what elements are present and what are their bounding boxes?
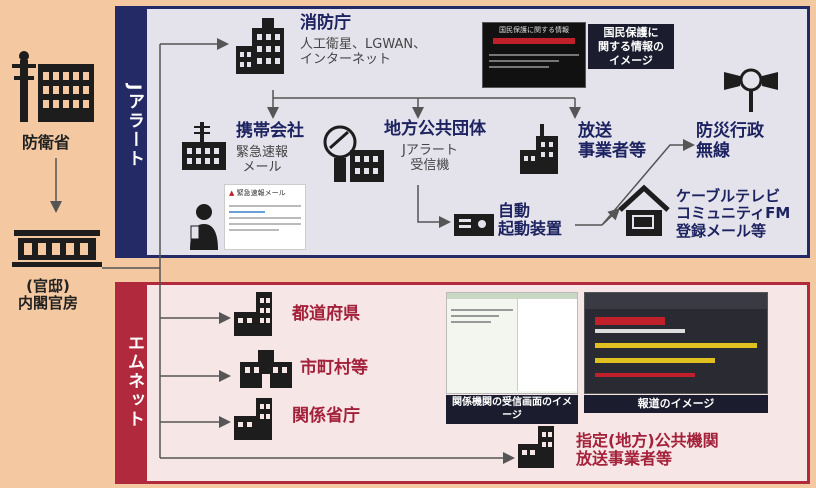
phone-mail-header: 緊急速報メール xyxy=(236,189,286,197)
carrier-building-icon xyxy=(182,122,226,170)
designated-label: 指定(地方)公共機関 放送事業者等 xyxy=(576,431,719,469)
ministry-building-icon xyxy=(12,51,94,122)
warning-icon: ▲ xyxy=(229,189,235,197)
receive-screen-caption: 関係機関の受信画面のイメージ xyxy=(446,395,578,424)
ministry-defense-label: 防衛省 xyxy=(22,133,71,152)
receive-screen-image xyxy=(446,292,578,394)
ministries-building-icon xyxy=(234,398,272,440)
fire-agency-sub: 人工衛星、LGWAN、 インターネット xyxy=(300,37,427,67)
disaster-radio-title: 防災行政 無線 xyxy=(696,121,764,161)
prefecture-building-icon xyxy=(234,292,272,336)
broadcaster-building-icon xyxy=(520,124,558,174)
municipalities-label: 市町村等 xyxy=(300,358,368,378)
civil-protection-screen: 国民保護に関する情報 xyxy=(482,22,586,88)
local-gov-sub: Jアラート 受信機 xyxy=(402,143,458,173)
civil-protection-caption: 国民保護に 関する情報の イメージ xyxy=(588,24,674,70)
auto-start-title: 自動 起動装置 xyxy=(498,201,563,239)
civil-protection-screen-header: 国民保護に関する情報 xyxy=(499,26,569,34)
house-tv-icon xyxy=(618,184,670,236)
local-gov-title: 地方公共団体 xyxy=(384,119,486,139)
fire-agency-building-icon xyxy=(236,18,284,74)
cabinet-secretariat-label: (官邸) 内閣官房 xyxy=(18,277,79,313)
municipality-building-icon xyxy=(240,350,292,388)
carriers-sub: 緊急速報 メール xyxy=(236,145,289,175)
local-gov-building-icon xyxy=(323,125,384,182)
emergency-mail-screen: ▲ 緊急速報メール xyxy=(224,184,306,250)
auto-start-device-icon xyxy=(454,214,494,236)
prefectures-label: 都道府県 xyxy=(292,304,360,324)
em-net-band: エムネット xyxy=(115,282,147,484)
alert-bar xyxy=(493,38,575,44)
fire-agency-title: 消防庁 xyxy=(300,13,351,33)
ministries-label: 関係省庁 xyxy=(292,406,360,426)
person-phone-icon xyxy=(190,204,218,250)
broadcasters-title: 放送 事業者等 xyxy=(578,121,646,161)
cable-tv-title: ケーブルテレビ コミュニティFM 登録メール等 xyxy=(676,187,791,240)
loudspeaker-icon xyxy=(724,68,778,112)
designated-institution-building-icon xyxy=(518,426,554,468)
em-net-label: エムネット xyxy=(124,334,144,429)
kantei-building-icon xyxy=(12,230,102,267)
news-caption: 報道のイメージ xyxy=(584,395,768,413)
j-alert-label: Jアラート xyxy=(124,84,144,169)
j-alert-band: Jアラート xyxy=(115,6,147,258)
news-image xyxy=(584,292,768,394)
carriers-title: 携帯会社 xyxy=(236,121,304,141)
